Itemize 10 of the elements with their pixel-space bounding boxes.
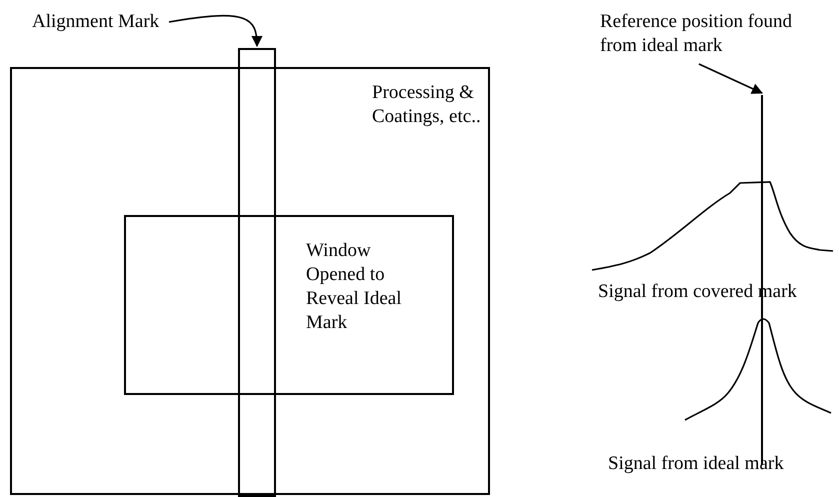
callout-label: Alignment Mark xyxy=(32,10,167,36)
callout-label: Reference position found from ideal mark xyxy=(600,10,815,62)
signal-caption: Signal from ideal mark xyxy=(608,452,784,476)
substrate-box xyxy=(10,67,490,495)
reference-line xyxy=(761,95,763,465)
box-label: Window Opened to Reveal Ideal Mark xyxy=(306,239,402,335)
window-box xyxy=(124,215,454,395)
leader-arrow xyxy=(698,63,764,94)
box-label: Processing & Coatings, etc.. xyxy=(372,81,482,129)
leader-arrow xyxy=(168,14,262,48)
